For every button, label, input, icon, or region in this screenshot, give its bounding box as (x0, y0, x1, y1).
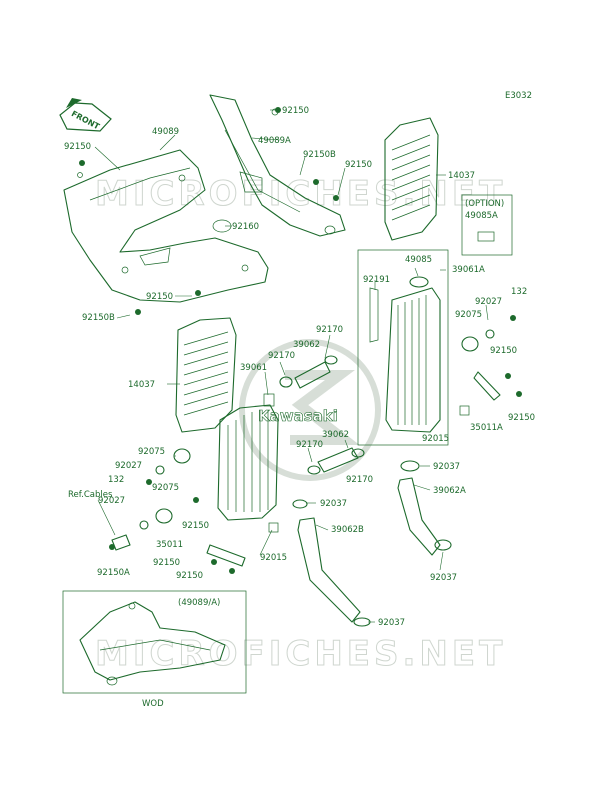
callout-label: 92027 (98, 496, 125, 506)
callout-label: Ref.Cables (68, 490, 113, 500)
callout-label: 39062 (293, 340, 320, 350)
radiator-screen-left (175, 317, 237, 433)
callout-label: 92037 (433, 462, 460, 472)
radiator-shroud-left (63, 149, 269, 303)
callout-label: 39061 (240, 363, 267, 373)
callout-label: 39061A (452, 265, 485, 275)
hose-39062A (397, 477, 441, 556)
callout-label: 92170 (316, 325, 343, 335)
radiator-right (357, 249, 449, 446)
callout-label: 92037 (378, 618, 405, 628)
callout-label: 92150 (508, 413, 535, 423)
front-arrow-icon: FRONT (59, 98, 112, 132)
callout-label: 132 (511, 287, 527, 297)
callout-label: 39062 (322, 430, 349, 440)
watermark-bottom: MICROFICHES.NET (95, 634, 506, 674)
option-label: (OPTION) (465, 199, 504, 209)
callout-label: 92150 (146, 292, 173, 302)
callout-label: 14037 (448, 171, 475, 181)
callout-label: 92150 (490, 346, 517, 356)
callout-label: 92075 (138, 447, 165, 457)
callout-label: 92150 (176, 571, 203, 581)
callout-label: 39062A (433, 486, 466, 496)
inset-box-49089A: (49089/A) WOD (62, 590, 247, 709)
leader-lines (94, 109, 489, 623)
callout-labels: 49089 92150 49089A 92150 92150B 92150 14… (64, 106, 535, 628)
callout-label: 92160 (232, 222, 259, 232)
callout-label: 92075 (455, 310, 482, 320)
diagram-code: E3032 (505, 91, 532, 101)
callout-label: 92150B (82, 313, 115, 323)
hose-39062B (297, 517, 361, 623)
callout-label: 92037 (430, 573, 457, 583)
callout-label: 92170 (296, 440, 323, 450)
inset-title: (49089/A) (178, 598, 220, 608)
callout-label: 92150 (153, 558, 180, 568)
radiator-left (217, 393, 279, 521)
callout-label: 92150 (282, 106, 309, 116)
callout-label: 49089 (152, 127, 179, 137)
callout-label: 35011 (156, 540, 183, 550)
hose-39062-lower (317, 447, 359, 473)
callout-label: 92037 (320, 499, 347, 509)
clamps (279, 355, 452, 627)
callout-label: 92150B (303, 150, 336, 160)
callout-label: 49089A (258, 136, 291, 146)
watermark-top: MICROFICHES.NET (95, 174, 506, 214)
callout-label: 92191 (363, 275, 390, 285)
kawasaki-logo-text: Kawasaki (258, 407, 338, 425)
callout-label: 92015 (260, 553, 287, 563)
radiator-screen-right (384, 117, 439, 241)
callout-label: 14037 (128, 380, 155, 390)
callout-label: 49085 (405, 255, 432, 265)
option-box: (OPTION) (461, 194, 513, 256)
callout-label: 92150 (64, 142, 91, 152)
radiator-shroud-center (209, 94, 346, 237)
callout-label: 35011A (470, 423, 503, 433)
callout-label: 39062B (331, 525, 364, 535)
callout-label: 132 (108, 475, 124, 485)
callout-label: 92075 (152, 483, 179, 493)
inset-caption: WOD (142, 699, 164, 709)
callout-label: 92170 (268, 351, 295, 361)
callout-label: 49085A (465, 211, 498, 221)
callout-label: 92150A (97, 568, 130, 578)
callout-label: 92027 (475, 297, 502, 307)
callout-label: 92170 (346, 475, 373, 485)
hose-39062-upper (294, 361, 331, 389)
callout-label: 92027 (115, 461, 142, 471)
callout-label: 92015 (422, 434, 449, 444)
callout-label: 92150 (345, 160, 372, 170)
callout-label: 92150 (182, 521, 209, 531)
